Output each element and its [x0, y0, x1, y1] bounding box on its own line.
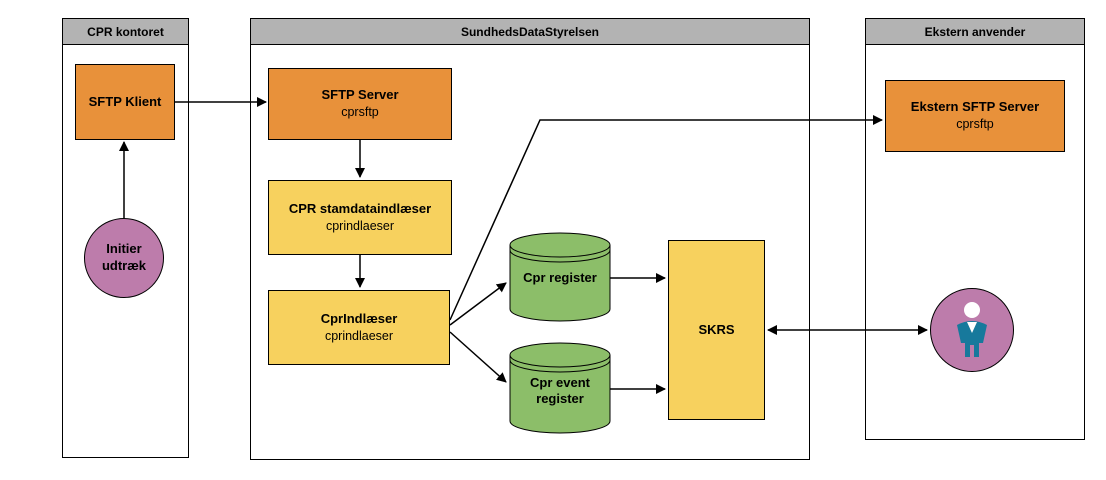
node-label: CPR stamdataindlæser	[288, 200, 432, 216]
node-label: CprIndlæser	[320, 310, 398, 326]
person-icon	[957, 302, 987, 357]
lane-header-cpr-kontoret: CPR kontoret	[63, 19, 188, 45]
node-label: SFTP Server	[321, 87, 399, 103]
node-cpr-stamdataindlaeser: CPR stamdataindlæser cprindlaeser	[268, 180, 452, 255]
node-sftp-server: SFTP Server cprsftp	[268, 68, 452, 140]
node-initier-udtraek: Initier udtræk	[84, 218, 164, 298]
lane-header-ekstern-anvender: Ekstern anvender	[866, 19, 1084, 45]
node-ekstern-bruger	[930, 288, 1014, 372]
node-skrs: SKRS	[668, 240, 765, 420]
node-sublabel: cprsftp	[341, 105, 379, 120]
node-ekstern-sftp-server: Ekstern SFTP Server cprsftp	[885, 80, 1065, 152]
node-sublabel: cprindlaeser	[325, 218, 395, 233]
node-cpr-indlaeser: CprIndlæser cprindlaeser	[268, 290, 450, 365]
node-sftp-klient: SFTP Klient	[75, 64, 175, 140]
lane-header-sundhedsdatastyrelsen: SundhedsDataStyrelsen	[251, 19, 809, 45]
node-label: Ekstern SFTP Server	[910, 99, 1040, 115]
node-sublabel: cprindlaeser	[324, 328, 394, 343]
node-label: Initier udtræk	[101, 241, 147, 273]
node-label: SKRS	[698, 321, 735, 337]
node-sublabel: cprsftp	[956, 117, 994, 132]
node-label: SFTP Klient	[88, 93, 162, 109]
